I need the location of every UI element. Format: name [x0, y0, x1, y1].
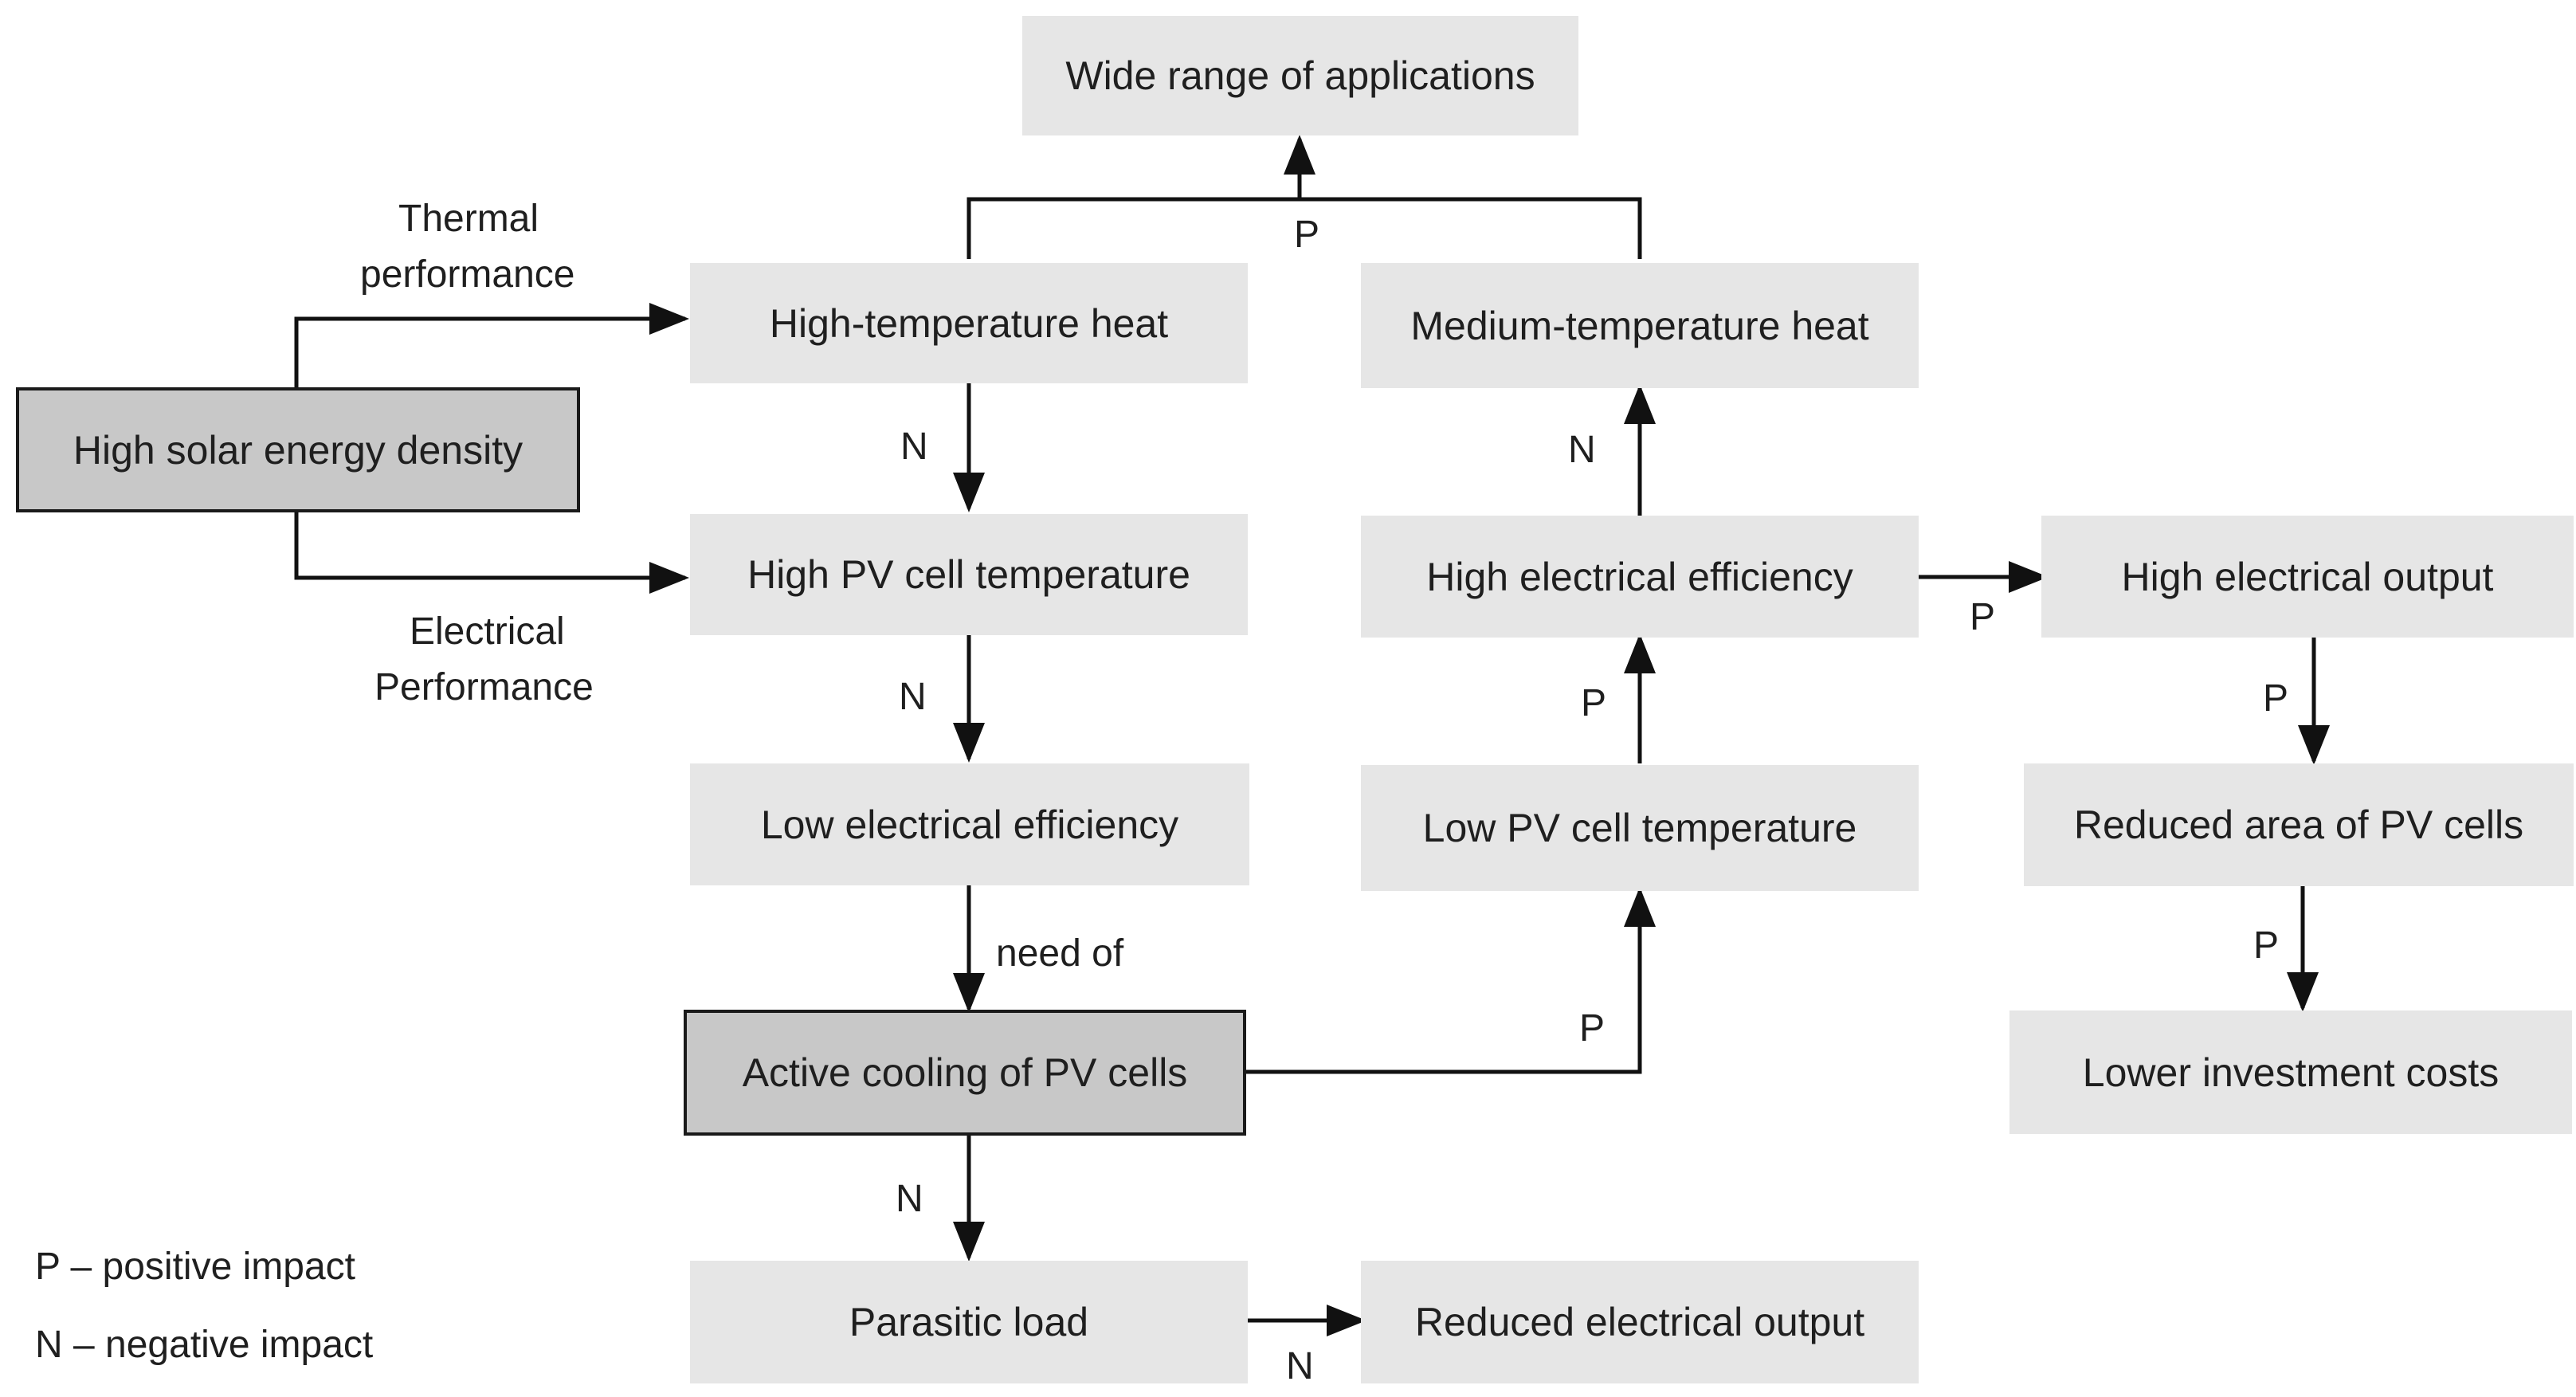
box-high-electrical-efficiency: High electrical efficiency [1361, 516, 1919, 638]
box-low-electrical-efficiency: Low electrical efficiency [690, 763, 1249, 885]
label-n-pv-temp-to-low-eff: N [899, 676, 927, 718]
box-active-cooling-of-pv-cells: Active cooling of PV cells [684, 1010, 1246, 1136]
box-high-solar-energy-density: High solar energy density [16, 387, 580, 512]
label-n-cooling-to-parasitic: N [896, 1178, 923, 1220]
arrow-active-cooling-to-low-pv-temp [1245, 887, 1656, 1074]
label-p-output-to-area: P [2263, 677, 2289, 720]
label-p-applications: P [1294, 214, 1320, 256]
box-lower-investment-costs: Lower investment costs [2009, 1010, 2572, 1134]
label-p-low-temp-to-eff: P [1581, 682, 1607, 724]
label-p-cooling-to-low-temp: P [1579, 1007, 1606, 1050]
label-need-of: need of [996, 932, 1124, 975]
label-n-parasitic-to-reduced: N [1286, 1345, 1314, 1387]
box-high-electrical-output: High electrical output [2041, 516, 2574, 638]
arrow-solar-to-high-pv-temp [294, 512, 689, 594]
label-n-heat-to-pv-temp: N [900, 426, 928, 468]
box-parasitic-load: Parasitic load [690, 1261, 1248, 1383]
label-p-area-to-costs: P [2253, 924, 2280, 967]
legend-negative-impact: N – negative impact [35, 1324, 374, 1366]
box-high-temperature-heat: High-temperature heat [690, 263, 1248, 383]
box-high-pv-cell-temperature: High PV cell temperature [690, 514, 1248, 635]
label-thermal: Thermal [398, 198, 539, 240]
box-wide-range-of-applications: Wide range of applications [1022, 16, 1578, 135]
label-electrical: Electrical [410, 610, 565, 653]
box-low-pv-cell-temperature: Low PV cell temperature [1361, 765, 1919, 891]
arrow-heat-branch-high [966, 197, 1642, 259]
arrow-solar-to-high-temp-heat [294, 303, 689, 389]
box-reduced-area-of-pv-cells: Reduced area of PV cells [2024, 763, 2574, 886]
label-thermal-performance: performance [360, 253, 575, 296]
label-n-eff-to-medium-heat: N [1568, 429, 1596, 471]
box-medium-temperature-heat: Medium-temperature heat [1361, 263, 1919, 388]
label-electrical-performance: Performance [374, 666, 594, 708]
legend-positive-impact: P – positive impact [35, 1246, 355, 1288]
label-p-eff-to-output: P [1970, 596, 1996, 638]
box-reduced-electrical-output: Reduced electrical output [1361, 1261, 1919, 1383]
